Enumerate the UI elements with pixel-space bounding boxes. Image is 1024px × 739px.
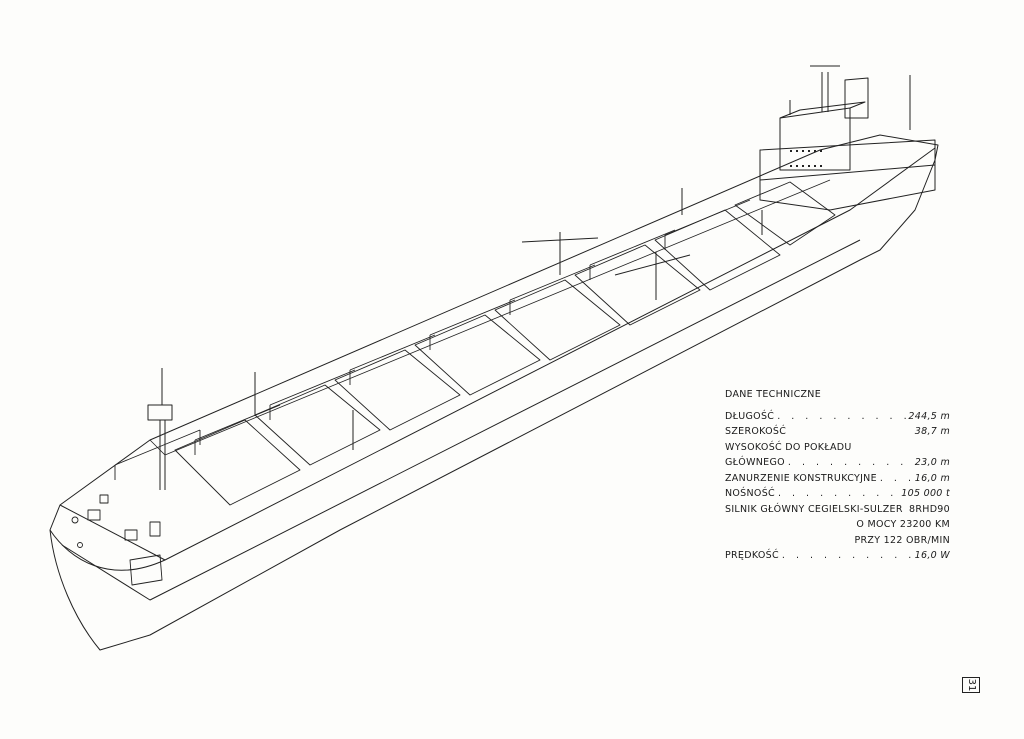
spec-value: 38,7 m (914, 426, 950, 437)
masts (147, 188, 763, 490)
spec-value: 244,5 m (908, 410, 950, 422)
spec-value: 8RHD90 (909, 503, 950, 515)
spec-label: GŁÓWNEGO (725, 457, 785, 468)
bow-equipment (71, 494, 163, 586)
spec-value: 16,0 W (914, 550, 950, 561)
spec-value: 23,0 m (914, 457, 950, 468)
spec-row-speed: PRĘDKOŚĆ 16,0 W (725, 548, 950, 564)
technical-data: DANE TECHNICZNE DŁUGOŚĆ 244,5 m SZEROKOŚ… (725, 387, 950, 564)
spec-label: PRĘDKOŚĆ (725, 550, 779, 561)
spec-row-length: DŁUGOŚĆ 244,5 m (725, 409, 950, 425)
leader-dots (774, 409, 908, 425)
spec-row-beam: SZEROKOŚĆ 38,7 m (725, 424, 950, 440)
leader-dots (775, 486, 901, 502)
leader-dots (785, 455, 915, 471)
spec-row-power: O MOCY 23200 KM (856, 519, 950, 530)
spec-label: NOŚNOŚĆ (725, 488, 775, 499)
spec-label: SZEROKOŚĆ (725, 426, 787, 437)
bow-flare (49, 529, 166, 571)
waterline (61, 239, 861, 601)
superstructure-windows (790, 150, 822, 167)
leader-dots (779, 548, 915, 564)
page-number: 31 (962, 677, 980, 693)
spec-row-depth-label: WYSOKOŚĆ DO POKŁADU (725, 441, 852, 453)
spec-row-engine: SILNIK GŁÓWNY CEGIELSKI-SULZER 8RHD90 (725, 502, 950, 518)
spec-value: 105 000 t (901, 488, 950, 499)
spec-label: DŁUGOŚĆ (725, 410, 775, 422)
spec-row-deadweight: NOŚNOŚĆ 105 000 t (725, 486, 950, 502)
deck-edge (59, 147, 936, 561)
spec-row-rpm: PRZY 122 OBR/MIN (854, 534, 950, 546)
spec-label: ZANURZENIE KONSTRUKCYJNE (725, 472, 877, 484)
superstructure (759, 65, 936, 211)
spec-value: 16,0 m (914, 472, 950, 484)
spec-row-draught: ZANURZENIE KONSTRUKCYJNE 16,0 m (725, 471, 950, 487)
spec-label: SILNIK GŁÓWNY CEGIELSKI-SULZER (725, 503, 903, 515)
spec-row-depth: GŁÓWNEGO 23,0 m (725, 455, 950, 471)
hatch-frames (114, 199, 751, 480)
leader-dots (877, 471, 915, 487)
specs-heading: DANE TECHNICZNE (725, 389, 822, 400)
